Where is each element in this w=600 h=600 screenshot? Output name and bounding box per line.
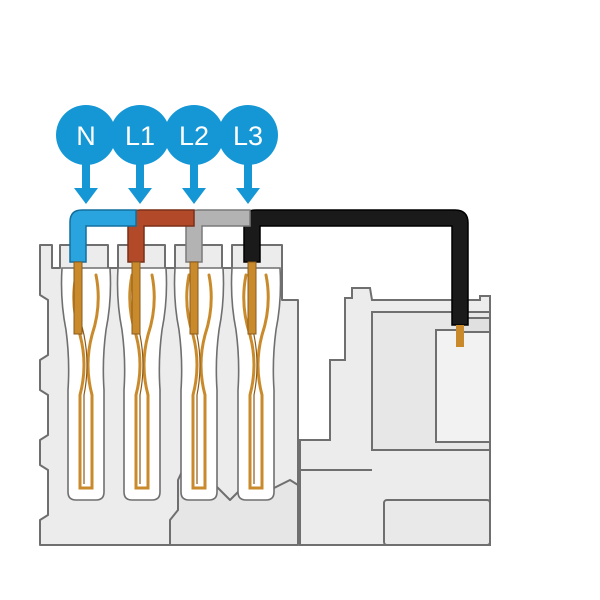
- l3-contact-pin: [456, 325, 464, 347]
- copper-clamps: [72, 273, 270, 490]
- busbar-n: [69, 209, 137, 263]
- callout-bubble: [164, 105, 224, 165]
- callout-l2: L2: [164, 105, 224, 204]
- terminal-label-l2: L2: [179, 121, 209, 151]
- terminal-label-l3: L3: [233, 121, 263, 151]
- busbar-pins: [73, 261, 257, 335]
- callout-n: N: [56, 105, 116, 204]
- callout-l3: L3: [218, 105, 278, 204]
- arrow-down-icon: [182, 160, 206, 204]
- callout-bubble: [218, 105, 278, 165]
- arrow-down-icon: [236, 160, 260, 204]
- terminal-callouts: N L1 L2 L3: [56, 105, 278, 204]
- arrow-down-icon: [128, 160, 152, 204]
- callout-bubble: [56, 105, 116, 165]
- arrow-down-icon: [74, 160, 98, 204]
- callout-l1: L1: [110, 105, 170, 204]
- callout-bubble: [110, 105, 170, 165]
- terminal-label-l1: L1: [125, 121, 155, 151]
- terminal-label-n: N: [76, 121, 96, 151]
- device-housing: [299, 287, 491, 546]
